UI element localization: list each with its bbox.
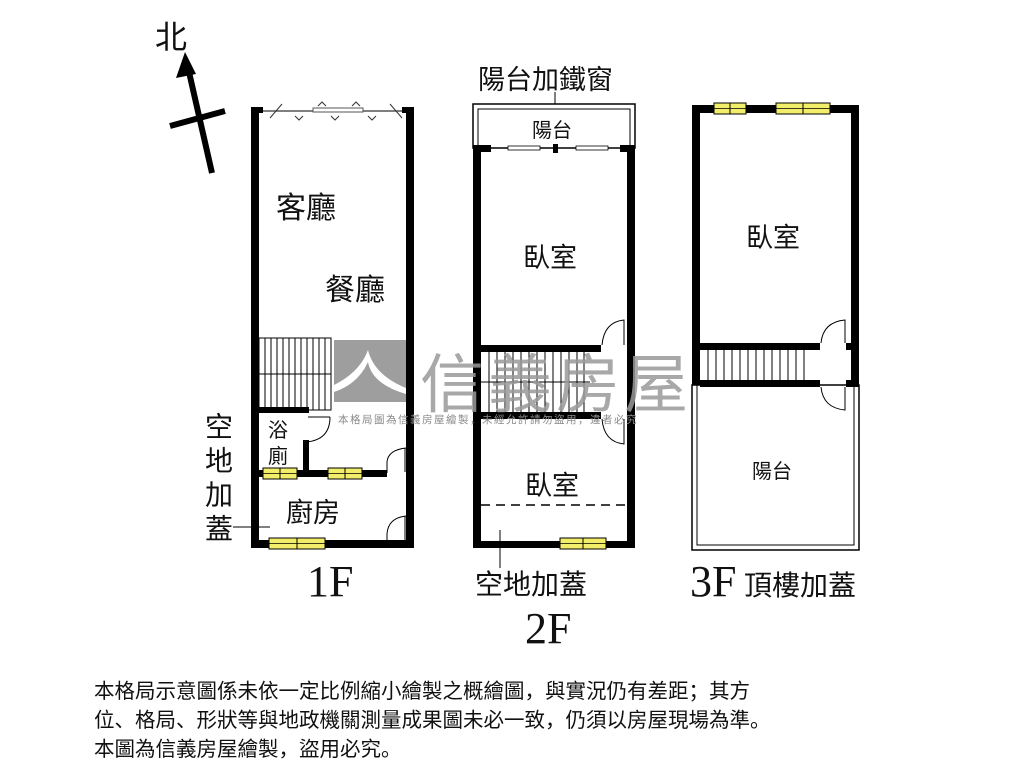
room-bathroom-line2: 廁: [268, 444, 288, 468]
floor-1f-plan: [233, 101, 414, 550]
room-dining-room: 餐廳: [325, 273, 385, 308]
compass-label: 北: [155, 18, 188, 56]
north-arrow-icon: [169, 52, 226, 174]
annotation-2f-extension: 空地加蓋: [475, 568, 588, 601]
annotation-2f-iron-window: 陽台加鐵窗: [478, 65, 613, 96]
room-kitchen: 廚房: [286, 498, 340, 529]
room-3f-balcony: 陽台: [752, 459, 792, 483]
watermark-note: 本格局圖為信義房屋繪製，未經允許請勿盜用，違者必究: [338, 414, 638, 426]
disclaimer-line: 本圖為信義房屋繪製，盜用必究。: [94, 737, 402, 761]
disclaimer: 本格局示意圖係未依一定比例縮小繪製之概繪圖，與實況仍有差距；其方 位、格局、形狀…: [94, 677, 771, 764]
watermark-brand: 信義房屋: [420, 349, 692, 423]
floor-2f-plan: [472, 92, 636, 568]
room-2f-balcony: 陽台: [532, 118, 572, 142]
floor-label-2f: 2F: [525, 604, 572, 653]
floor-3f-plan: [691, 102, 860, 551]
floor-label-3f: 3F: [690, 557, 737, 606]
disclaimer-line: 本格局示意圖係未依一定比例縮小繪製之概繪圖，與實況仍有差距；其方: [94, 679, 750, 703]
floor-label-3f-suffix: 頂樓加蓋: [744, 569, 857, 602]
brand-logo-icon: [334, 340, 406, 402]
room-2f-bedroom-front: 臥室: [523, 243, 577, 274]
room-bathroom-line1: 浴: [268, 418, 288, 442]
disclaimer-line: 位、格局、形狀等與地政機關測量成果圖未必一致，仍須以房屋現場為準。: [94, 708, 771, 732]
room-3f-bedroom: 臥室: [746, 223, 800, 254]
annotation-1f-extension: 空地加蓋: [201, 412, 234, 548]
floor-label-1f: 1F: [307, 557, 354, 606]
room-living-room: 客廳: [276, 191, 336, 226]
room-2f-bedroom-rear: 臥室: [525, 471, 579, 502]
